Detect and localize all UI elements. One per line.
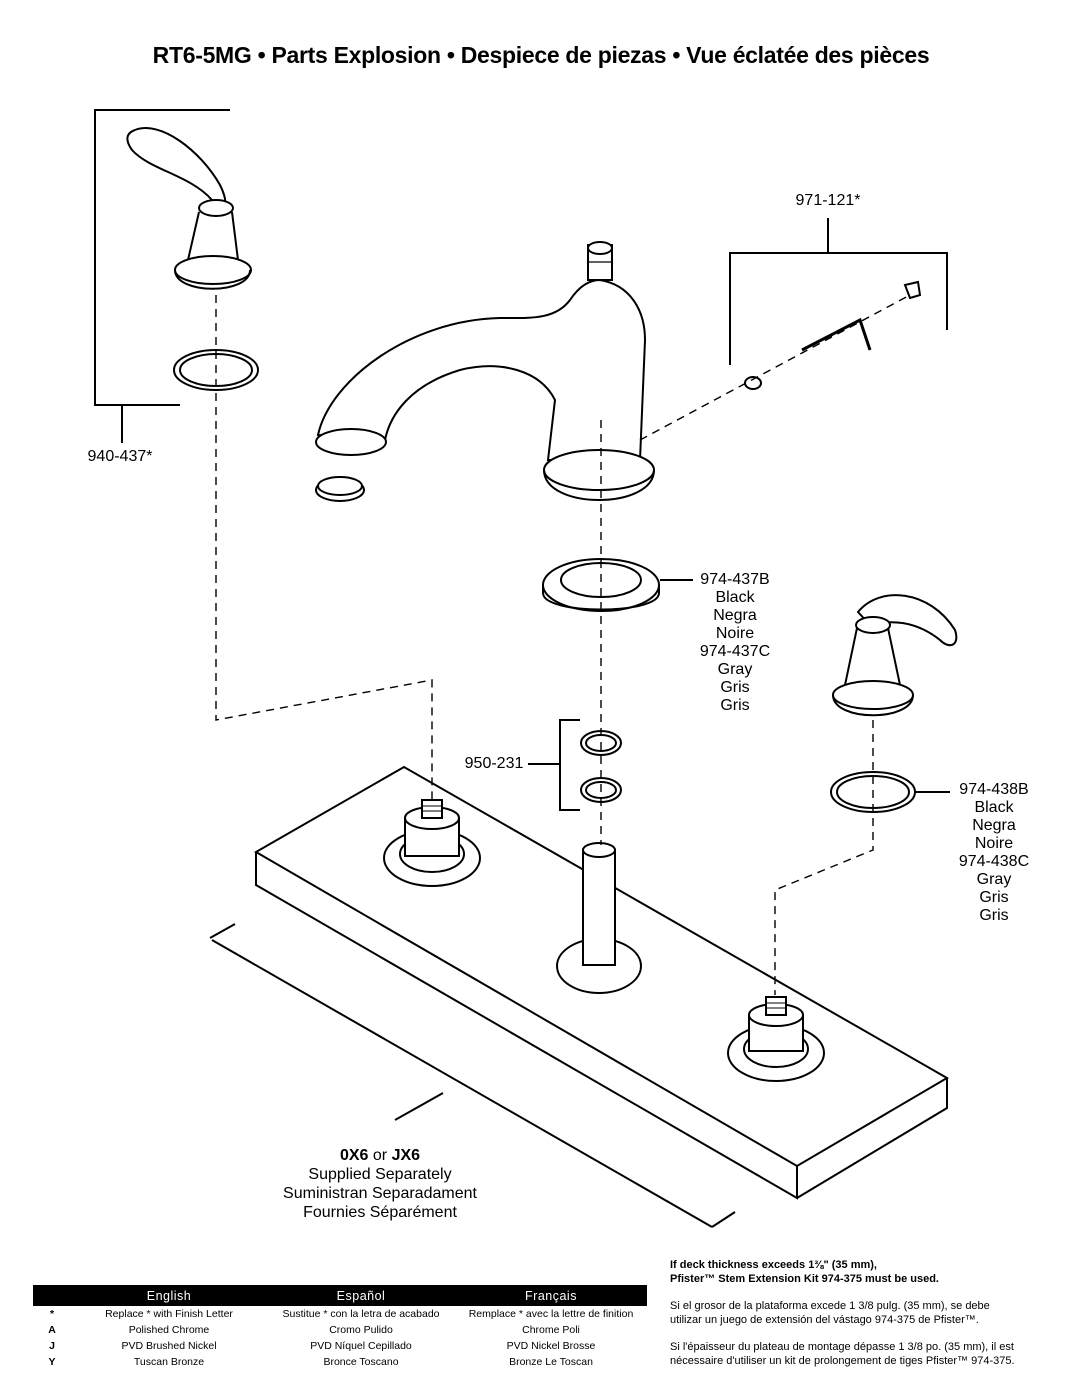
legend-fr: PVD Nickel Brosse [506,1340,596,1352]
spout-shank [556,842,642,994]
left-handle [126,127,252,290]
legend-es: PVD Níquel Cepillado [310,1340,412,1352]
legend-es: Sustitue * con la letra de acabado [282,1308,440,1320]
label-974-437b-fr: Noire [715,625,755,642]
legend-code: A [48,1324,56,1336]
label-974-438b-es: Negra [972,817,1016,834]
valve-body-code-1: 0X6 [339,1147,369,1164]
left-valve-cartridge [383,799,481,887]
aerator [315,476,365,502]
label-974-437b-es: Negra [713,607,757,624]
note-french-line1: Si l'épaisseur du plateau de montage dép… [670,1341,1014,1353]
legend-header-espanol: Español [336,1288,386,1303]
tool-kit [639,218,948,441]
legend-header: English Español Français [33,1285,647,1306]
leader-left-handle [215,295,433,800]
valve-body-code-2: JX6 [391,1147,421,1164]
spout [315,241,655,501]
finish-legend-table: English Español Français * Replace * wit… [33,1285,647,1370]
bracket-950-231 [559,719,580,811]
note-english-line1: If deck thickness exceeds 1⅜" (35 mm), [670,1259,877,1271]
legend-fr: Remplace * avec la lettre de finition [468,1308,634,1320]
label-valve-body: 0X6 or JX6 Supplied Separately Suministr… [260,1146,500,1222]
note-spanish-line2: utilizar un juego de extensión del vásta… [670,1314,979,1326]
valve-body-line-es: Suministran Separadament [283,1185,477,1202]
label-974-437b: 974-437B [700,571,770,588]
label-974-438c-en: Gray [976,871,1012,888]
label-974-437c-fr: Gris [720,697,750,714]
legend-row: Y Tuscan Bronze Bronce Toscano Bronze Le… [33,1354,647,1370]
leader-right-handle [774,720,874,995]
legend-en: PVD Brushed Nickel [121,1340,217,1352]
label-974-438b-en: Black [974,799,1014,816]
right-handle [832,594,958,717]
legend-row: A Polished Chrome Cromo Pulido Chrome Po… [33,1322,647,1338]
note-english-line2: Pfister™ Stem Extension Kit 974-375 must… [670,1273,939,1285]
valve-body-or: or [372,1147,388,1164]
note-french: Si l'épaisseur du plateau de montage dép… [670,1340,1070,1368]
legend-es: Bronce Toscano [323,1356,399,1368]
legend-code: J [49,1340,55,1352]
label-974-438c: 974-438C [958,853,1030,870]
label-974-438c-es: Gris [979,889,1009,906]
bracket-940-437 [94,109,230,406]
legend-header-english: English [146,1288,192,1303]
label-974-437c-es: Gris [720,679,750,696]
note-spanish-line1: Si el grosor de la plataforma excede 1 3… [670,1300,990,1312]
label-974-437-group: 974-437B Black Negra Noire 974-437C Gray… [694,571,776,715]
note-spanish: Si el grosor de la plataforma excede 1 3… [670,1299,1070,1327]
valve-body-line-fr: Fournies Séparément [303,1204,457,1221]
legend-code: Y [48,1356,56,1368]
label-974-437c-en: Gray [717,661,753,678]
label-974-438c-fr: Gris [979,907,1009,924]
label-940-437: 940-437* [87,448,153,465]
valve-body-line-en: Supplied Separately [308,1166,452,1183]
label-974-438b-fr: Noire [974,835,1014,852]
legend-en: Tuscan Bronze [133,1356,205,1368]
note-english: If deck thickness exceeds 1⅜" (35 mm), P… [670,1258,1070,1286]
legend-header-francais: Français [525,1288,577,1303]
legend-en: Replace * with Finish Letter [105,1308,233,1320]
legend-en: Polished Chrome [128,1324,210,1336]
legend-es: Cromo Pulido [329,1324,393,1336]
label-950-231: 950-231 [464,755,524,772]
legend-fr: Chrome Poli [522,1324,580,1336]
legend-fr: Bronze Le Toscan [509,1356,593,1368]
page-title: RT6-5MG • Parts Explosion • Despiece de … [152,42,930,68]
legend-row: * Replace * with Finish Letter Sustitue … [33,1306,647,1322]
valve-body-codes: 0X6 or JX6 [260,1146,500,1165]
label-974-438b: 974-438B [959,781,1029,798]
deck-bracket [209,923,736,1228]
label-974-437b-en: Black [715,589,755,606]
label-971-121: 971-121* [795,192,861,209]
note-french-line2: nécessaire d'utiliser un kit de prolonge… [670,1355,1015,1367]
legend-row: J PVD Brushed Nickel PVD Níquel Cepillad… [33,1338,647,1354]
legend-code: * [49,1308,55,1320]
label-974-437c: 974-437C [699,643,771,660]
right-valve-cartridge [727,996,825,1082]
label-974-438-group: 974-438B Black Negra Noire 974-438C Gray… [953,781,1035,925]
